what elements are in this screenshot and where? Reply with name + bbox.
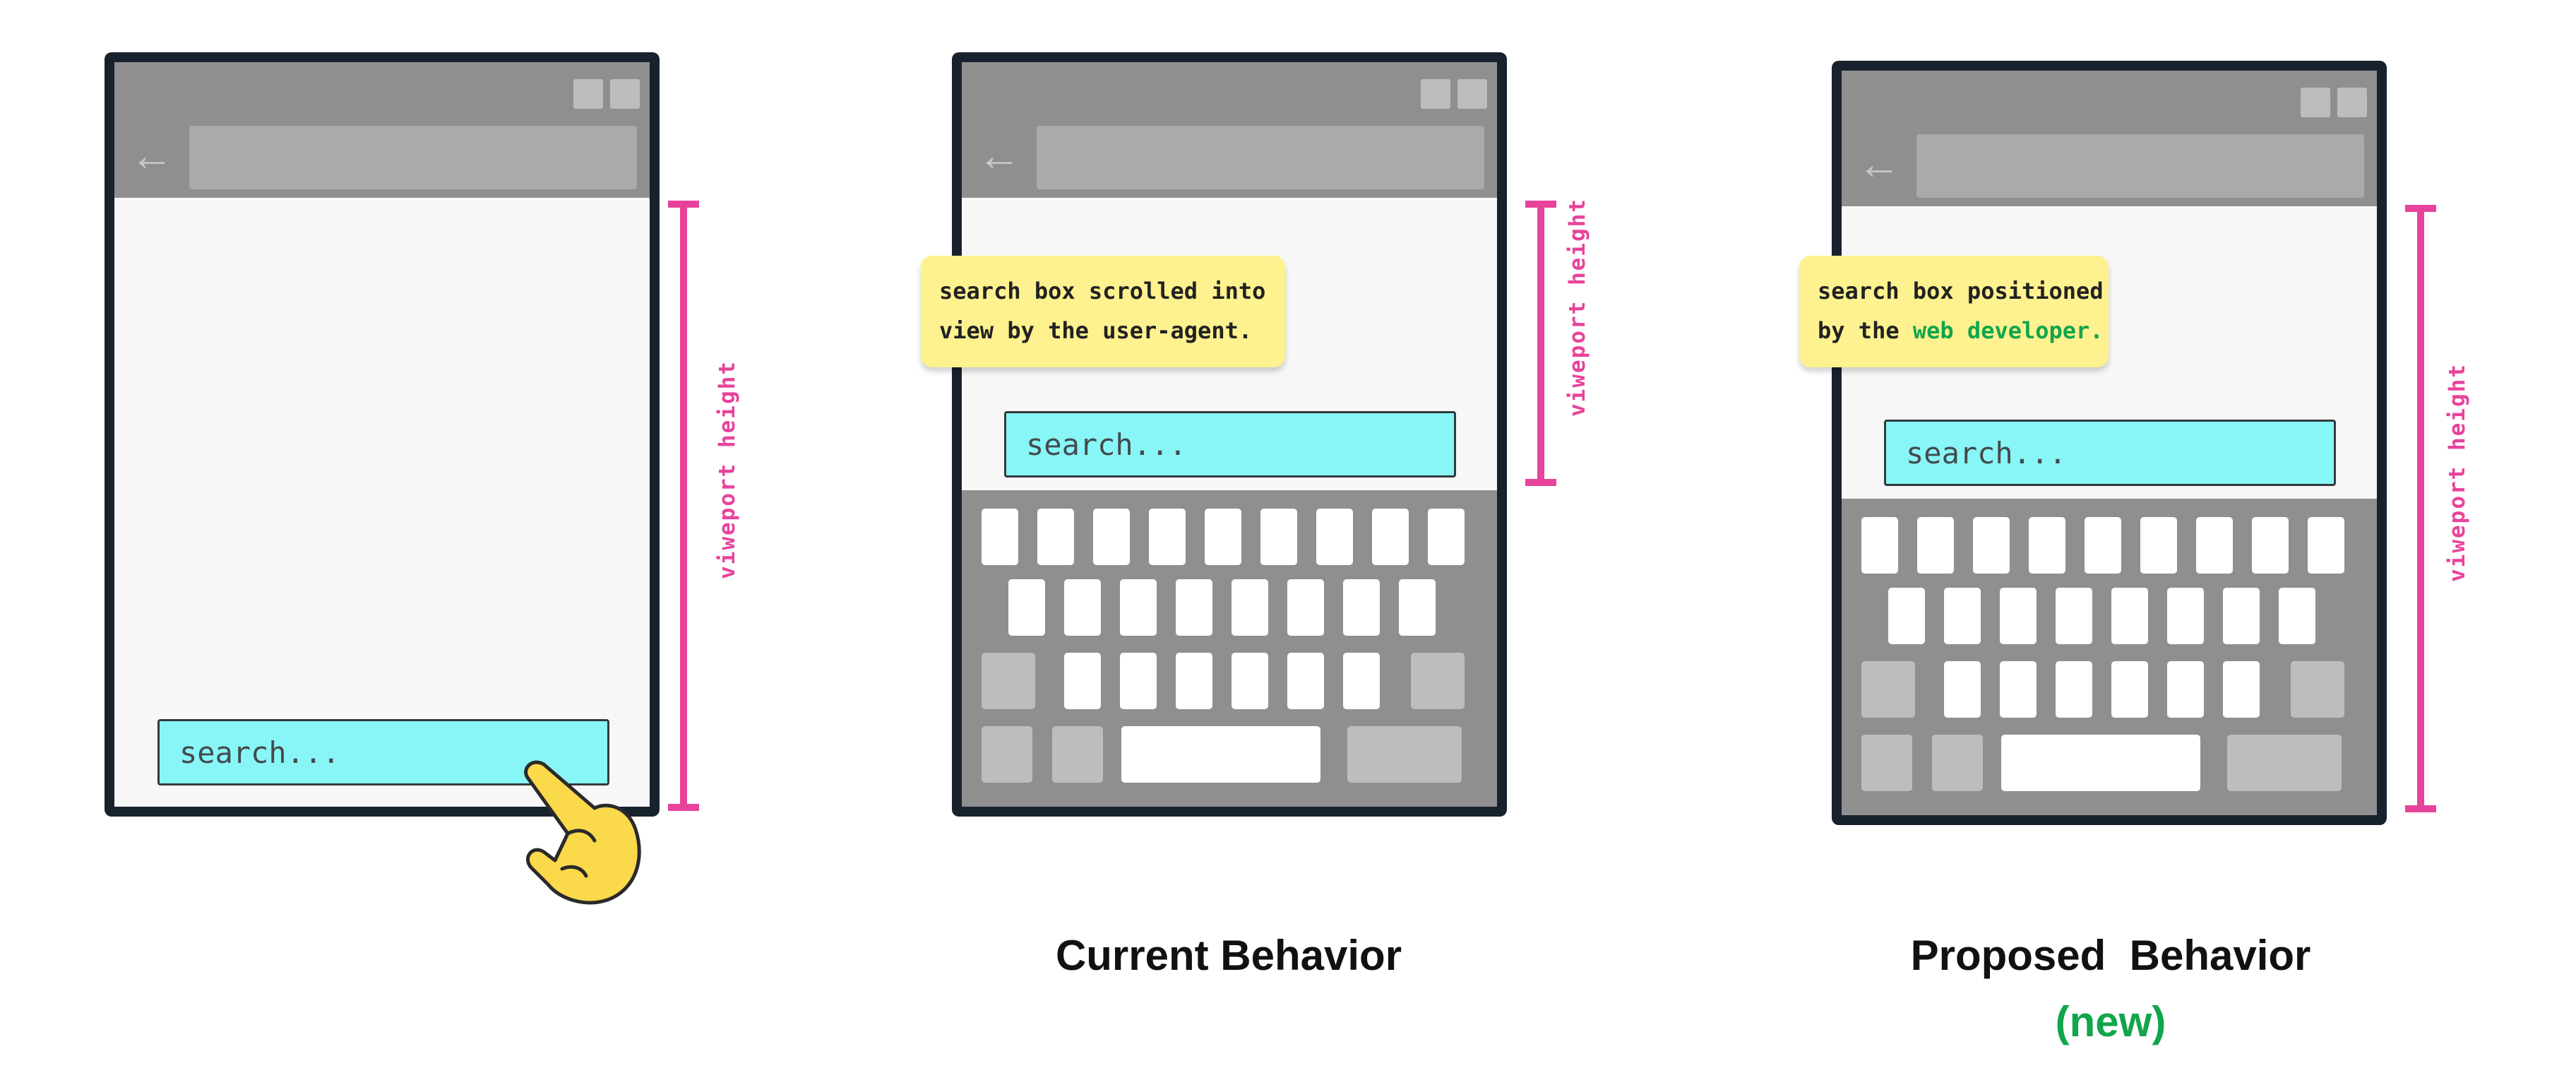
keyboard-key[interactable] bbox=[1861, 735, 1912, 791]
window-button bbox=[1457, 79, 1487, 109]
viewport-height-label: viweport height bbox=[1565, 198, 1590, 417]
keyboard-key[interactable] bbox=[1372, 509, 1409, 565]
back-arrow-icon: ← bbox=[977, 131, 1021, 180]
keyboard-key[interactable] bbox=[1944, 661, 1981, 718]
window-button bbox=[1421, 79, 1450, 109]
keyboard-key[interactable] bbox=[1008, 579, 1045, 636]
keyboard-key[interactable] bbox=[1944, 588, 1981, 644]
keyboard-key[interactable] bbox=[2252, 517, 2289, 574]
keyboard-key[interactable] bbox=[2308, 517, 2344, 574]
keyboard-key[interactable] bbox=[1316, 509, 1353, 565]
keyboard-key[interactable] bbox=[1120, 579, 1157, 636]
keyboard-key[interactable] bbox=[2223, 661, 2260, 718]
note-highlight: web developer. bbox=[1912, 317, 2104, 344]
keyboard-key[interactable] bbox=[1052, 726, 1103, 783]
keyboard-key[interactable] bbox=[1121, 726, 1320, 783]
viewport-height-ruler bbox=[2405, 205, 2436, 812]
keyboard-key[interactable] bbox=[1287, 653, 1324, 709]
keyboard-key[interactable] bbox=[2029, 517, 2065, 574]
keyboard-key[interactable] bbox=[1176, 579, 1212, 636]
back-arrow-icon: ← bbox=[130, 131, 174, 180]
phone-proposed: ← search... bbox=[1832, 61, 2387, 825]
keyboard-key[interactable] bbox=[1343, 579, 1380, 636]
viewport-height-label: viweport height bbox=[715, 360, 740, 579]
note-text: by the bbox=[1818, 317, 1900, 344]
caption-current-behavior: Current Behavior bbox=[1055, 932, 1402, 979]
keyboard-key[interactable] bbox=[2000, 588, 2037, 644]
keyboard-key[interactable] bbox=[1861, 661, 1915, 718]
keyboard-key[interactable] bbox=[2111, 588, 2148, 644]
back-arrow-icon: ← bbox=[1857, 140, 1901, 189]
phone-initial: ← search... bbox=[105, 52, 660, 817]
keyboard-key[interactable] bbox=[1861, 517, 1898, 574]
keyboard-key[interactable] bbox=[1399, 579, 1436, 636]
keyboard-key[interactable] bbox=[1064, 579, 1101, 636]
window-button bbox=[2337, 88, 2367, 117]
keyboard-key[interactable] bbox=[1232, 653, 1268, 709]
note-line: by the web developer. bbox=[1818, 311, 2104, 350]
caption-new-badge: (new) bbox=[2055, 998, 2166, 1045]
keyboard-key[interactable] bbox=[2196, 517, 2233, 574]
keyboard-key[interactable] bbox=[2167, 588, 2204, 644]
search-input[interactable]: search... bbox=[1004, 411, 1456, 478]
keyboard-key[interactable] bbox=[2227, 735, 2342, 791]
keyboard-key[interactable] bbox=[1120, 653, 1157, 709]
window-button bbox=[573, 79, 603, 109]
browser-toolbar: ← bbox=[962, 62, 1497, 198]
on-screen-keyboard bbox=[1842, 499, 2377, 815]
keyboard-key[interactable] bbox=[1347, 726, 1462, 783]
pointing-hand-icon bbox=[524, 760, 641, 905]
keyboard-key[interactable] bbox=[982, 726, 1032, 783]
url-bar bbox=[1916, 134, 2364, 198]
keyboard-key[interactable] bbox=[2001, 735, 2200, 791]
keyboard-key[interactable] bbox=[1149, 509, 1186, 565]
keyboard-key[interactable] bbox=[982, 653, 1035, 709]
keyboard-key[interactable] bbox=[2279, 588, 2315, 644]
note-line: view by the user-agent. bbox=[939, 317, 1253, 344]
on-screen-keyboard bbox=[962, 490, 1497, 807]
viewport-height-ruler bbox=[668, 201, 699, 811]
keyboard-key[interactable] bbox=[2111, 661, 2148, 718]
keyboard-key[interactable] bbox=[1205, 509, 1241, 565]
keyboard-key[interactable] bbox=[1973, 517, 2010, 574]
note-line: search box scrolled into bbox=[939, 278, 1266, 304]
keyboard-key[interactable] bbox=[1428, 509, 1465, 565]
window-button bbox=[610, 79, 640, 109]
keyboard-key[interactable] bbox=[1260, 509, 1297, 565]
keyboard-key[interactable] bbox=[1287, 579, 1324, 636]
keyboard-key[interactable] bbox=[1064, 653, 1101, 709]
url-bar bbox=[1037, 126, 1484, 189]
window-button bbox=[2301, 88, 2330, 117]
keyboard-key[interactable] bbox=[1932, 735, 1983, 791]
keyboard-key[interactable] bbox=[1411, 653, 1465, 709]
url-bar bbox=[189, 126, 637, 189]
browser-toolbar: ← bbox=[1842, 71, 2377, 206]
keyboard-key[interactable] bbox=[982, 509, 1018, 565]
keyboard-key[interactable] bbox=[1888, 588, 1925, 644]
viewport-height-label: viweport height bbox=[2445, 363, 2470, 582]
search-input[interactable]: search... bbox=[157, 719, 609, 785]
keyboard-key[interactable] bbox=[2000, 661, 2037, 718]
keyboard-key[interactable] bbox=[1343, 653, 1380, 709]
keyboard-key[interactable] bbox=[2056, 661, 2092, 718]
keyboard-key[interactable] bbox=[2167, 661, 2204, 718]
callout-note-proposed: search box positioned by the web develop… bbox=[1799, 256, 2109, 367]
caption-proposed-behavior: Proposed Behavior bbox=[1910, 932, 2311, 979]
keyboard-key[interactable] bbox=[1037, 509, 1074, 565]
keyboard-key[interactable] bbox=[1093, 509, 1130, 565]
phone-current: ← search... bbox=[952, 52, 1507, 817]
keyboard-key[interactable] bbox=[2223, 588, 2260, 644]
keyboard-key[interactable] bbox=[1232, 579, 1268, 636]
callout-note-current: search box scrolled into view by the use… bbox=[921, 256, 1285, 367]
keyboard-key[interactable] bbox=[2291, 661, 2344, 718]
viewport-height-ruler bbox=[1525, 201, 1556, 486]
keyboard-key[interactable] bbox=[2140, 517, 2177, 574]
keyboard-key[interactable] bbox=[1176, 653, 1212, 709]
keyboard-key[interactable] bbox=[2056, 588, 2092, 644]
keyboard-key[interactable] bbox=[2085, 517, 2121, 574]
note-line: search box positioned bbox=[1818, 278, 2104, 304]
keyboard-key[interactable] bbox=[1917, 517, 1954, 574]
browser-toolbar: ← bbox=[114, 62, 650, 198]
search-input[interactable]: search... bbox=[1884, 420, 2336, 486]
